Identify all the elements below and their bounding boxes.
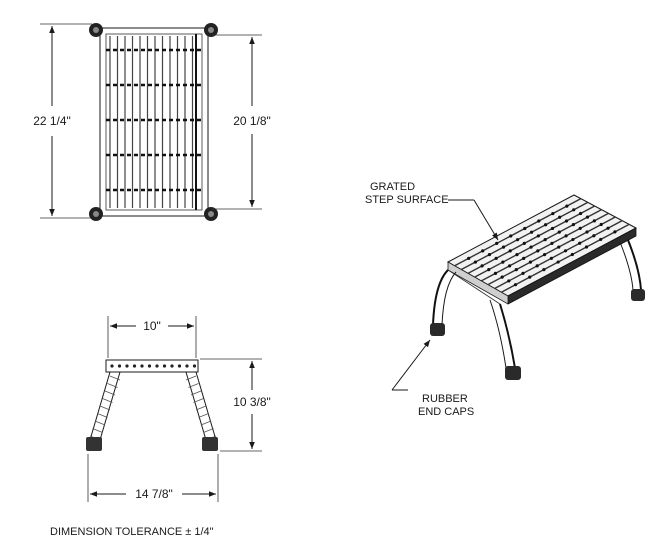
iso-cap-back-left [430,323,445,336]
front-view-left-cap [86,437,102,451]
front-view: 10" 10 3/8" 14 7/8" [86,316,271,502]
top-view-frame [99,27,209,217]
iso-cap-front-left [505,366,521,380]
callout-surface-line2: STEP SURFACE [365,194,449,206]
top-view: 22 1/4" 20 1/8" [33,23,271,221]
top-view-grating [106,34,202,210]
tolerance-note: DIMENSION TOLERANCE ± 1/4" [50,526,214,538]
front-view-right-cap [202,437,218,451]
iso-cap-back-right [631,289,645,301]
overall-length-label: 22 1/4" [33,114,71,128]
height-label: 10 3/8" [233,395,271,409]
base-width-label: 14 7/8" [135,487,173,501]
top-width-label: 10" [143,319,161,333]
front-view-right-leg [185,371,217,441]
callout-caps-line2: END CAPS [418,406,474,418]
iso-leg-back-right [627,239,642,291]
top-view-feet [89,23,218,221]
front-view-step [105,359,199,373]
surface-length-label: 20 1/8" [233,114,271,128]
callout-caps-line1: RUBBER [422,393,468,405]
iso-leg-front-left [499,303,516,369]
iso-view: GRATED STEP SURFACE RUBBER END CAPS [365,181,645,418]
callout-surface-line1: GRATED [370,181,415,193]
iso-leg-back-left [432,269,449,326]
front-view-left-leg [89,371,121,441]
